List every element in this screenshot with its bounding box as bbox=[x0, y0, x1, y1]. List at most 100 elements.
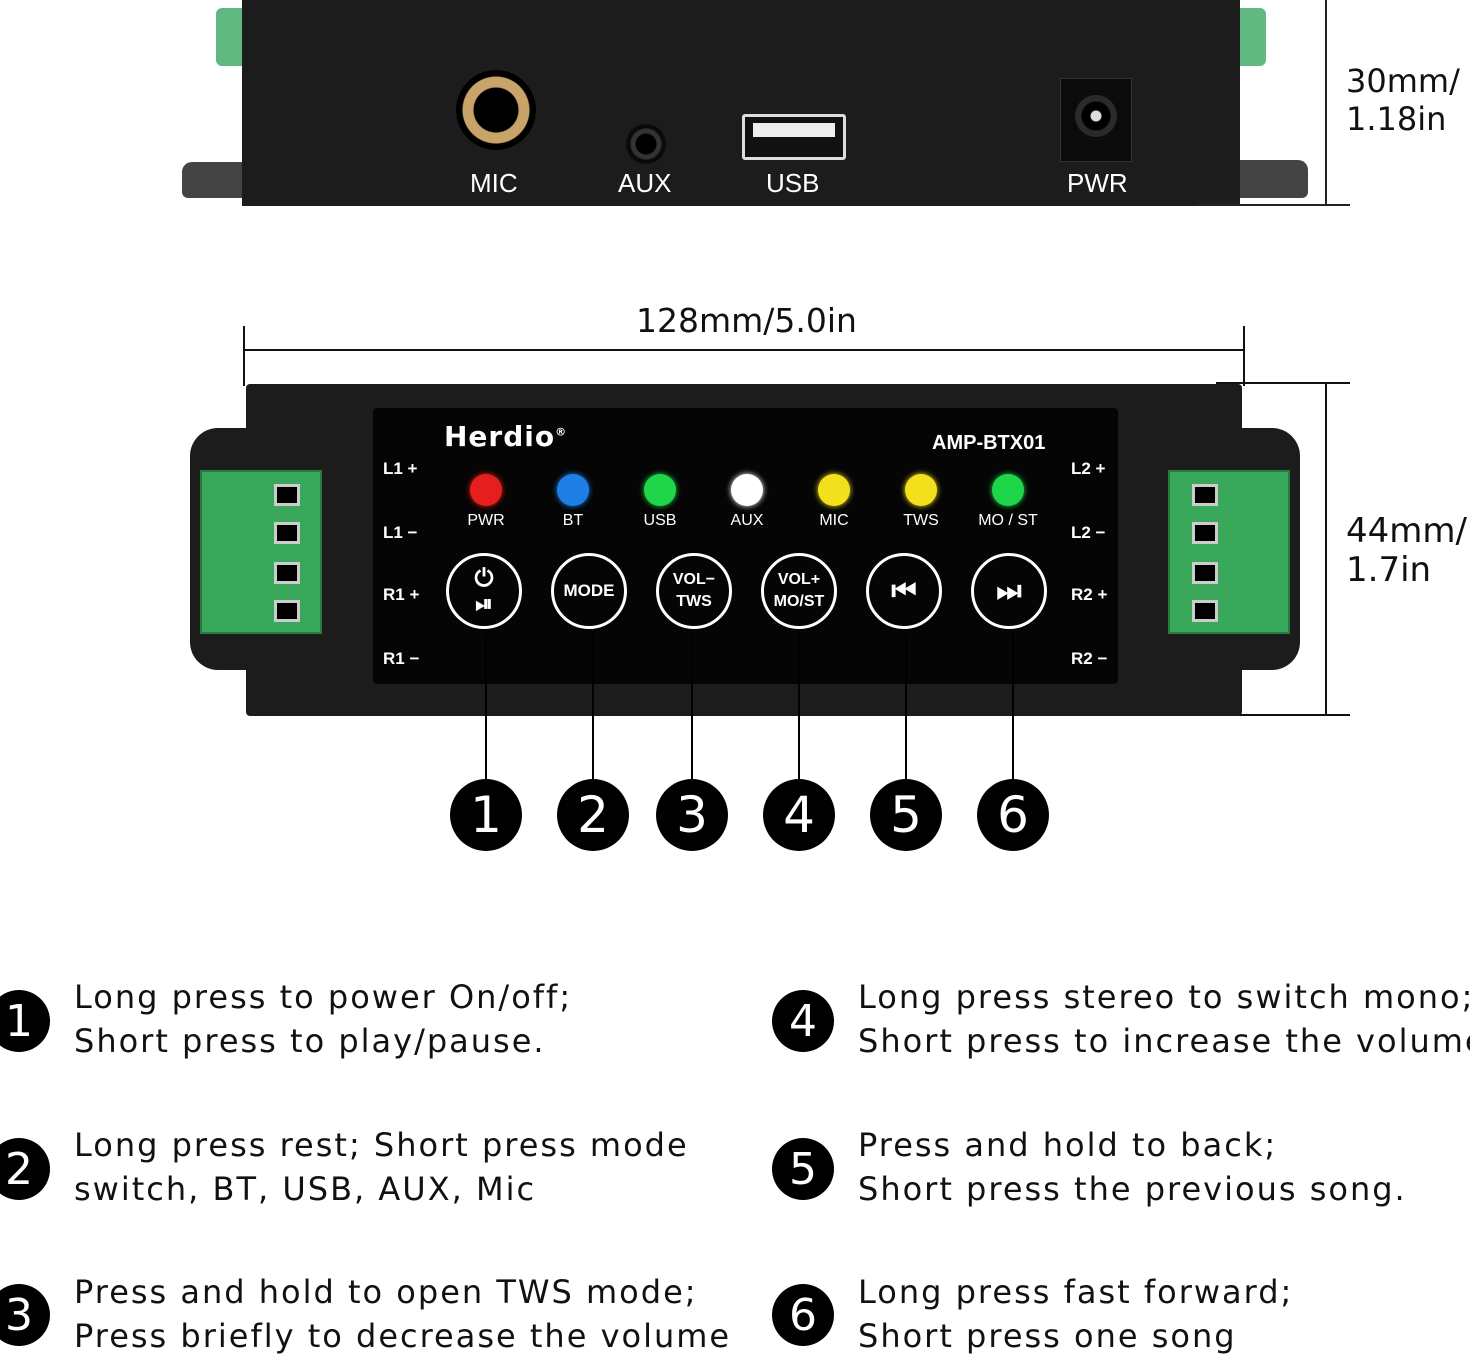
power-play-button[interactable]: ⏻ ⏯ bbox=[446, 553, 522, 629]
port-label-mic: MIC bbox=[470, 168, 518, 198]
terminal-screw-1 bbox=[1192, 484, 1218, 506]
width-dim-label: 128mm/5.0in bbox=[636, 301, 857, 340]
flange-right bbox=[1230, 160, 1308, 198]
terminal-label-r2-minus: R2 − bbox=[1071, 649, 1108, 668]
mode-button[interactable]: MODE bbox=[551, 553, 627, 629]
desc-text-5: Press and hold to back; Short press the … bbox=[858, 1123, 1407, 1211]
terminal-screw-2 bbox=[1192, 522, 1218, 544]
callout-3: 3 bbox=[656, 779, 728, 851]
led-label-mo-st: MO / ST bbox=[978, 512, 1038, 529]
top-height-line2: 1.18in bbox=[1346, 100, 1447, 138]
terminal-screw-4 bbox=[274, 600, 300, 622]
terminal-screw-1 bbox=[274, 484, 300, 506]
terminal-block-left bbox=[200, 470, 322, 634]
control-panel bbox=[373, 408, 1118, 684]
desc-1-line2: Short press to play/pause. bbox=[74, 1022, 546, 1060]
desc-6-line2: Short press one song bbox=[858, 1317, 1237, 1355]
terminal-label-r2-plus: R2 + bbox=[1071, 585, 1108, 604]
led-label-aux: AUX bbox=[730, 512, 764, 529]
led-label-usb: USB bbox=[643, 512, 677, 529]
callout-2: 2 bbox=[557, 779, 629, 851]
flange-left bbox=[182, 162, 252, 198]
terminal-screw-2 bbox=[274, 522, 300, 544]
desc-text-6: Long press fast forward; Short press one… bbox=[858, 1270, 1293, 1358]
terminal-screw-4 bbox=[1192, 600, 1218, 622]
led-bt bbox=[557, 474, 589, 506]
next-button[interactable]: ⏭ bbox=[971, 553, 1047, 629]
desc-1-line1: Long press to power On/off; bbox=[74, 978, 573, 1016]
terminal-block-right bbox=[1168, 470, 1290, 634]
top-height-line1: 30mm/ bbox=[1346, 62, 1460, 100]
vol-up-label: VOL+ bbox=[777, 571, 821, 588]
leader-line-6 bbox=[1012, 633, 1014, 781]
led-usb bbox=[644, 474, 676, 506]
dc-jack-hole bbox=[1075, 95, 1117, 137]
brand-logo: Herdio® bbox=[444, 420, 567, 453]
callout-1: 1 bbox=[450, 779, 522, 851]
model-label: AMP-BTX01 bbox=[932, 432, 1046, 454]
previous-button[interactable]: ⏮ bbox=[866, 553, 942, 629]
width-dim-tick-right bbox=[1243, 326, 1245, 386]
vol-down-tws-button[interactable]: VOL− TWS bbox=[656, 553, 732, 629]
vol-up-most-button[interactable]: VOL+ MO/ST bbox=[761, 553, 837, 629]
terminal-screw-3 bbox=[274, 562, 300, 584]
play-pause-icon: ⏯ bbox=[475, 591, 493, 616]
desc-badge-3: 3 bbox=[0, 1284, 50, 1346]
front-height-line1: 44mm/ bbox=[1346, 511, 1467, 551]
desc-badge-5: 5 bbox=[772, 1138, 834, 1200]
brand-registered-mark: ® bbox=[555, 425, 568, 439]
usb-tongue bbox=[753, 123, 835, 137]
callout-4: 4 bbox=[763, 779, 835, 851]
desc-text-4: Long press stereo to switch mono; Short … bbox=[858, 975, 1470, 1063]
led-label-mic: MIC bbox=[819, 512, 849, 529]
port-label-aux: AUX bbox=[618, 168, 672, 198]
leader-line-2 bbox=[592, 633, 594, 781]
mo-st-label: MO/ST bbox=[773, 593, 825, 610]
desc-badge-4: 4 bbox=[772, 990, 834, 1052]
desc-text-2: Long press rest; Short press mode switch… bbox=[74, 1123, 689, 1211]
top-dim-tick bbox=[1196, 204, 1350, 206]
dc-power-jack-icon bbox=[1060, 78, 1132, 162]
width-dim-tick-left bbox=[243, 326, 245, 386]
desc-2-line1: Long press rest; Short press mode bbox=[74, 1126, 689, 1164]
desc-5-line1: Press and hold to back; bbox=[858, 1126, 1278, 1164]
next-icon: ⏭ bbox=[996, 575, 1022, 606]
desc-text-3: Press and hold to open TWS mode; Press b… bbox=[74, 1270, 731, 1358]
led-label-pwr: PWR bbox=[467, 512, 505, 529]
terminal-label-l2-minus: L2 − bbox=[1071, 523, 1106, 542]
desc-text-1: Long press to power On/off; Short press … bbox=[74, 975, 572, 1063]
top-dim-line bbox=[1325, 0, 1327, 206]
desc-4-line2: Short press to increase the volume bbox=[858, 1022, 1470, 1060]
terminal-label-l1-minus: L1 − bbox=[383, 523, 418, 542]
leader-line-3 bbox=[691, 633, 693, 781]
led-label-bt: BT bbox=[562, 512, 584, 529]
desc-4-line1: Long press stereo to switch mono; bbox=[858, 978, 1470, 1016]
port-label-usb: USB bbox=[766, 168, 820, 198]
callout-6: 6 bbox=[977, 779, 1049, 851]
leader-line-1 bbox=[485, 633, 487, 781]
terminal-label-l1-plus: L1 + bbox=[383, 459, 418, 478]
brand-name: Herdio bbox=[444, 420, 556, 453]
tws-label: TWS bbox=[676, 593, 712, 610]
terminal-label-l2-plus: L2 + bbox=[1071, 459, 1106, 478]
desc-5-line2: Short press the previous song. bbox=[858, 1170, 1407, 1208]
previous-icon: ⏮ bbox=[891, 575, 917, 606]
mode-button-label: MODE bbox=[563, 581, 615, 600]
led-aux bbox=[731, 474, 763, 506]
front-dim-tick-top bbox=[1216, 382, 1350, 384]
vol-down-label: VOL− bbox=[672, 571, 716, 588]
desc-6-line1: Long press fast forward; bbox=[858, 1273, 1294, 1311]
desc-2-line2: switch, BT, USB, AUX, Mic bbox=[74, 1170, 537, 1208]
leader-line-5 bbox=[905, 633, 907, 781]
led-tws bbox=[905, 474, 937, 506]
led-pwr bbox=[470, 474, 502, 506]
terminal-label-r1-minus: R1 − bbox=[383, 649, 420, 668]
front-dim-line bbox=[1325, 382, 1327, 716]
desc-badge-6: 6 bbox=[772, 1284, 834, 1346]
terminal-label-r1-plus: R1 + bbox=[383, 585, 420, 604]
usb-port-icon bbox=[742, 114, 846, 160]
top-view: MIC AUX USB PWR 30mm/ 1.18in bbox=[0, 0, 1470, 230]
led-label-tws: TWS bbox=[903, 512, 939, 529]
desc-badge-1: 1 bbox=[0, 990, 50, 1052]
front-dim-tick-bottom bbox=[1216, 714, 1350, 716]
